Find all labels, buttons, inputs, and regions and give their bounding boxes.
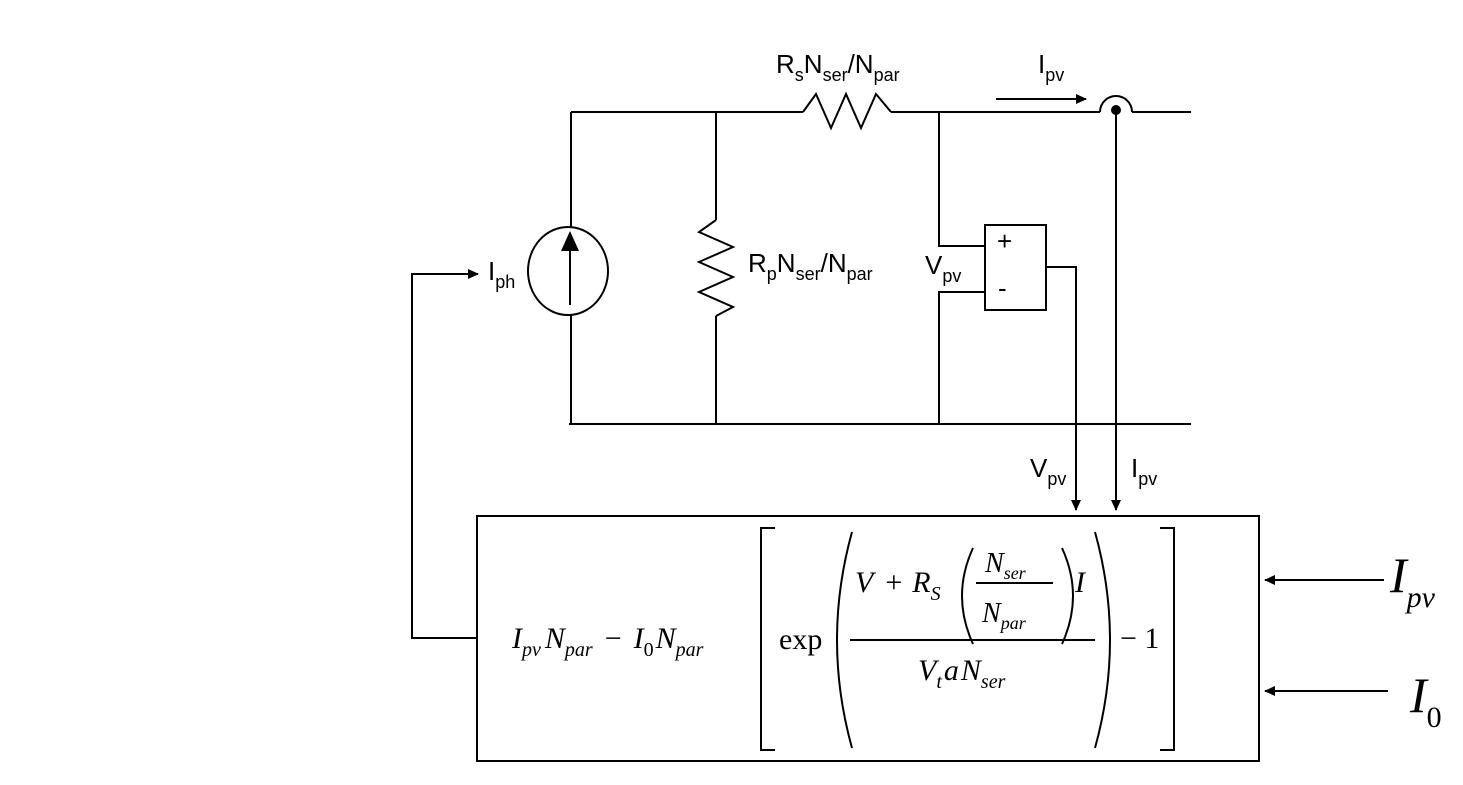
i0-input-label: I0 (1409, 667, 1442, 734)
equation-denominator: VtaNser (918, 654, 1006, 693)
current-source (527, 226, 609, 316)
series-resistor (802, 91, 892, 131)
source-arrow-head (561, 231, 579, 251)
junction-dot (1111, 105, 1121, 115)
equation-right-bracket (1160, 527, 1175, 751)
equation-current-symbol: I (1074, 566, 1087, 599)
iph-label: Iph (488, 256, 515, 292)
vpv-arrow-label: Vpv (1030, 453, 1066, 489)
equation-right-paren (1094, 531, 1111, 749)
equation-left-paren (836, 531, 853, 749)
equation-left-bracket (760, 527, 775, 751)
ipv-arrow-label: Ipv (1131, 453, 1157, 489)
voltage-meter-block (984, 224, 1047, 311)
meter-plus-sign: + (997, 226, 1012, 256)
equation-numerator-left: V+RS (855, 566, 941, 605)
fraction-left-paren (961, 547, 974, 645)
parallel-resistor-label: RpNser/Npar (748, 248, 873, 284)
fraction-numerator: Nser (984, 548, 1027, 583)
feedback-wire (411, 269, 479, 639)
wire-crossover-hop (1099, 95, 1133, 113)
meter-minus-sign: - (998, 273, 1007, 303)
ipv-input-label: Ipv (1389, 547, 1436, 614)
meter-wire-plus (938, 112, 985, 247)
vpv-meter-label: Vpv (925, 250, 961, 286)
fraction-denominator: Npar (981, 598, 1027, 633)
equation-exp: exp (779, 623, 822, 656)
parallel-resistor (696, 219, 736, 317)
ipv-top-label: Ipv (1038, 49, 1064, 85)
equation-block (476, 515, 1260, 762)
meter-wire-minus (938, 291, 985, 424)
vpv-signal-wire (1046, 266, 1081, 511)
equation-tail: − 1 (1120, 622, 1159, 655)
fraction-right-paren (1061, 547, 1074, 645)
series-resistor-label: RsNser/Npar (776, 49, 900, 85)
